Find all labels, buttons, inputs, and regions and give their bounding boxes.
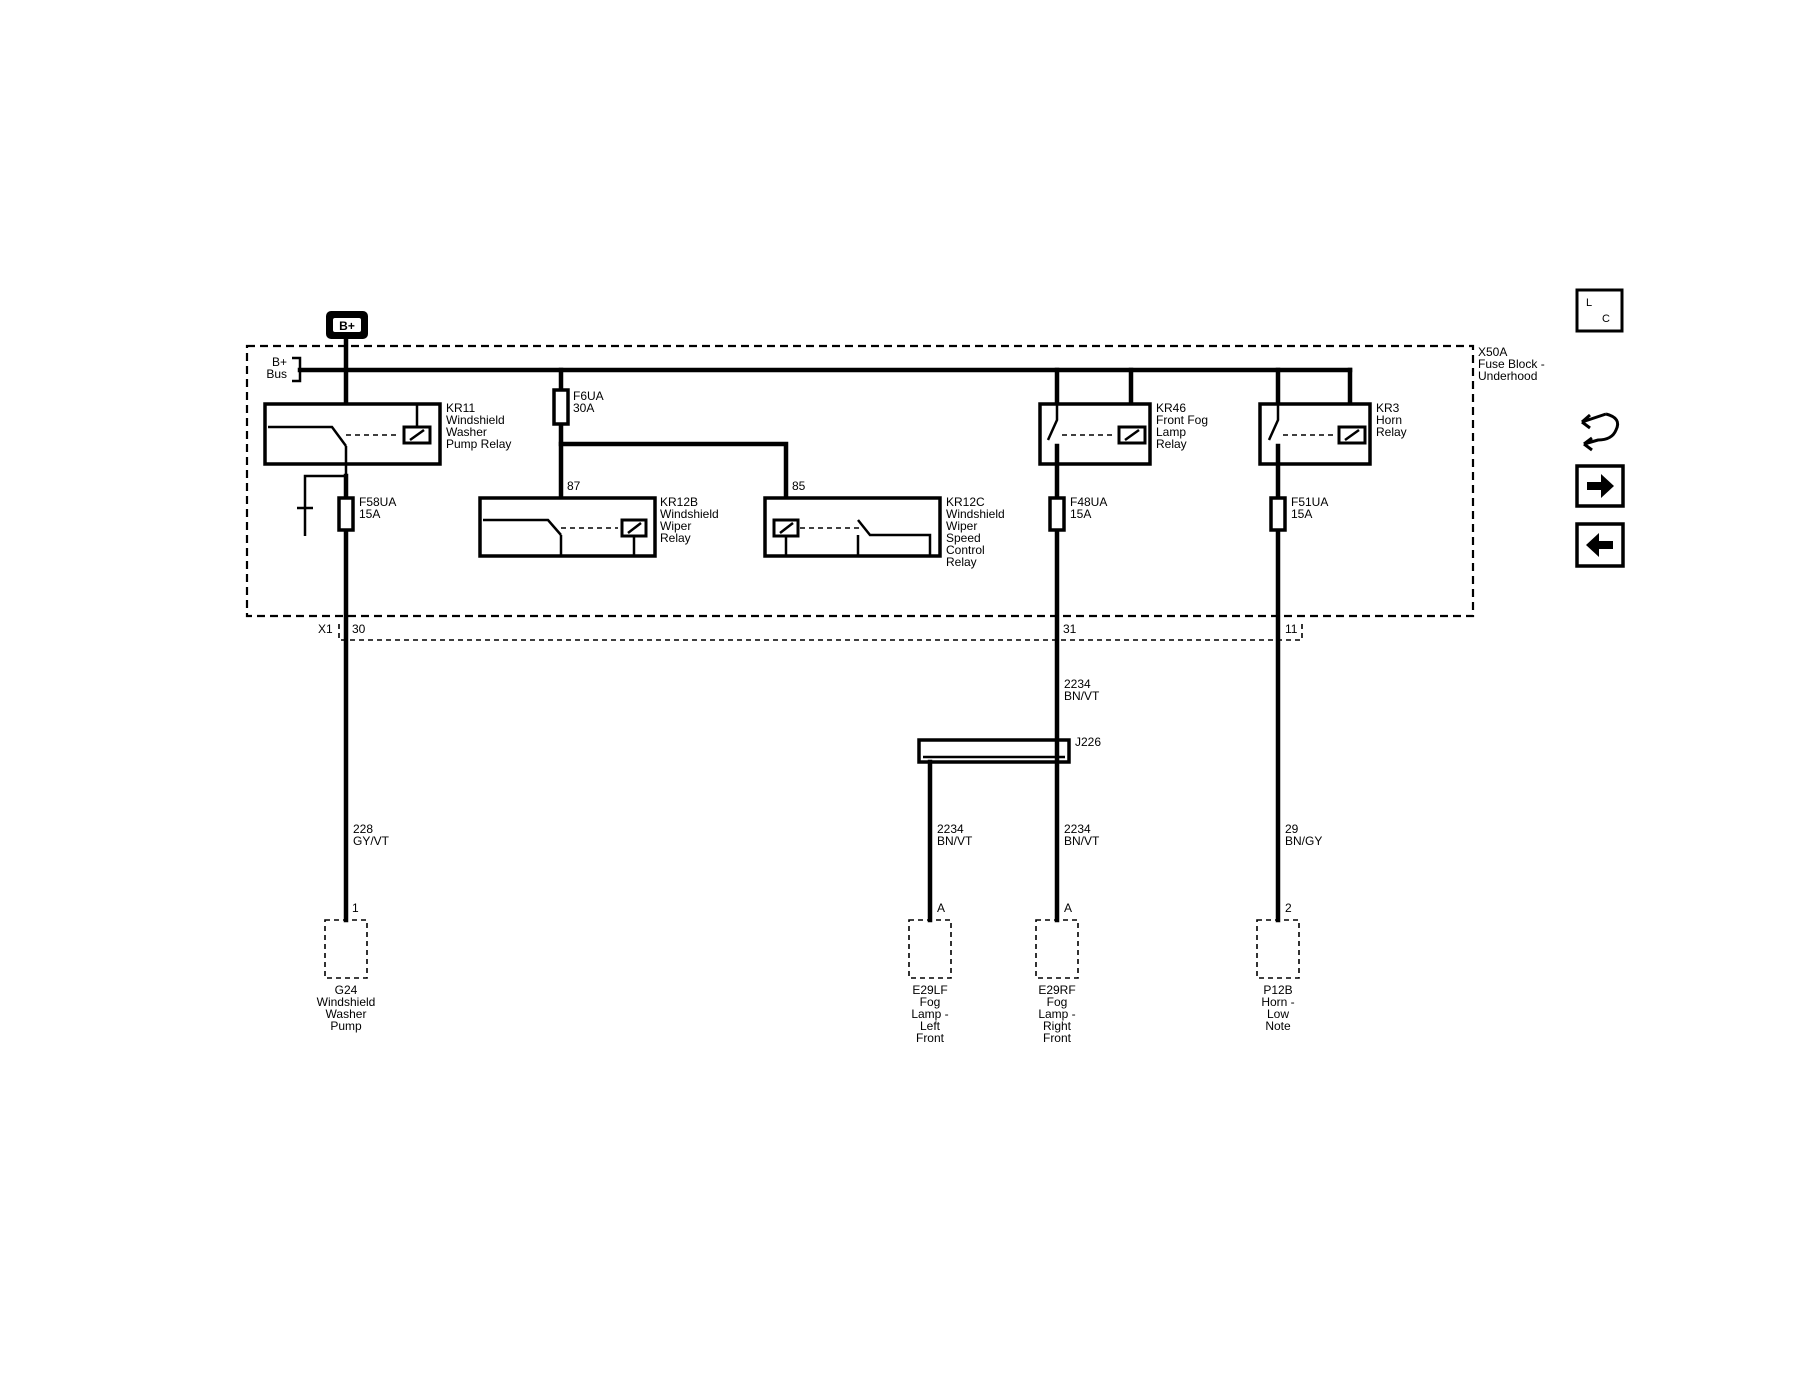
- arrow-right-icon: [1587, 474, 1614, 498]
- relay-kr12b-coil-slash: [627, 522, 642, 534]
- connector-swap-icon: [1581, 412, 1620, 452]
- relay-kr3-switch: [1267, 404, 1280, 441]
- splice-j226: [917, 738, 1071, 764]
- locator-letter-c: C: [1602, 313, 1610, 325]
- connector-x1-pin-11: 11: [1285, 622, 1298, 636]
- load-e29lf: [908, 919, 952, 979]
- relay-kr46-switch: [1046, 404, 1059, 441]
- connector-x1-pin-30: 30: [352, 622, 366, 636]
- next-page-frame: [1575, 464, 1625, 508]
- previous-page-button[interactable]: [1575, 522, 1625, 568]
- load-g24-pin: 1: [352, 901, 359, 915]
- relay-kr12c-switch: [857, 519, 932, 556]
- battery-label: B+: [339, 319, 355, 333]
- locator-letter-l: L: [1586, 297, 1592, 309]
- fuse-f48ua: [1048, 496, 1066, 532]
- relay-kr3-coil-slash: [1344, 428, 1360, 442]
- locator-icon: [1575, 288, 1624, 333]
- load-e29lf-pin: A: [937, 901, 945, 915]
- load-e29rf-pin: A: [1064, 901, 1072, 915]
- load-p12b: [1256, 919, 1300, 979]
- connector-x1: [338, 624, 1303, 641]
- locator-button[interactable]: L C: [1575, 288, 1624, 333]
- battery-inner: [333, 318, 361, 332]
- relay-kr12b-pin: 87: [567, 479, 581, 493]
- bus-label: B+Bus: [266, 355, 287, 381]
- relay-kr11-switch: [268, 425, 348, 447]
- fuse-block-boundary: [245, 344, 1475, 618]
- arrow-left-icon: [1586, 533, 1613, 557]
- relay-kr46-coil-slash: [1124, 428, 1140, 442]
- relay-kr12b-switch: [483, 518, 562, 536]
- connector-end-view-button[interactable]: [1581, 412, 1620, 452]
- relay-kr11-coil-slash: [409, 428, 425, 442]
- wire-f6ua-to-kr12c: [558, 441, 789, 513]
- relay-kr12c-pin: 85: [792, 479, 806, 493]
- load-e29rf: [1035, 919, 1079, 979]
- connector-x1-pin-31: 31: [1063, 622, 1077, 636]
- relay-kr12c-coil-slash: [779, 522, 794, 534]
- fuse-f51ua: [1269, 496, 1287, 532]
- relay-kr11-output: [303, 446, 348, 536]
- fuse-f6ua: [552, 388, 570, 426]
- splice-j226-label: J226: [1075, 735, 1101, 749]
- load-p12b-pin: 2: [1285, 901, 1292, 915]
- connector-x1-label: X1: [318, 622, 333, 636]
- load-g24: [324, 919, 368, 979]
- next-page-button[interactable]: [1575, 464, 1625, 508]
- fuse-f58ua: [337, 496, 355, 532]
